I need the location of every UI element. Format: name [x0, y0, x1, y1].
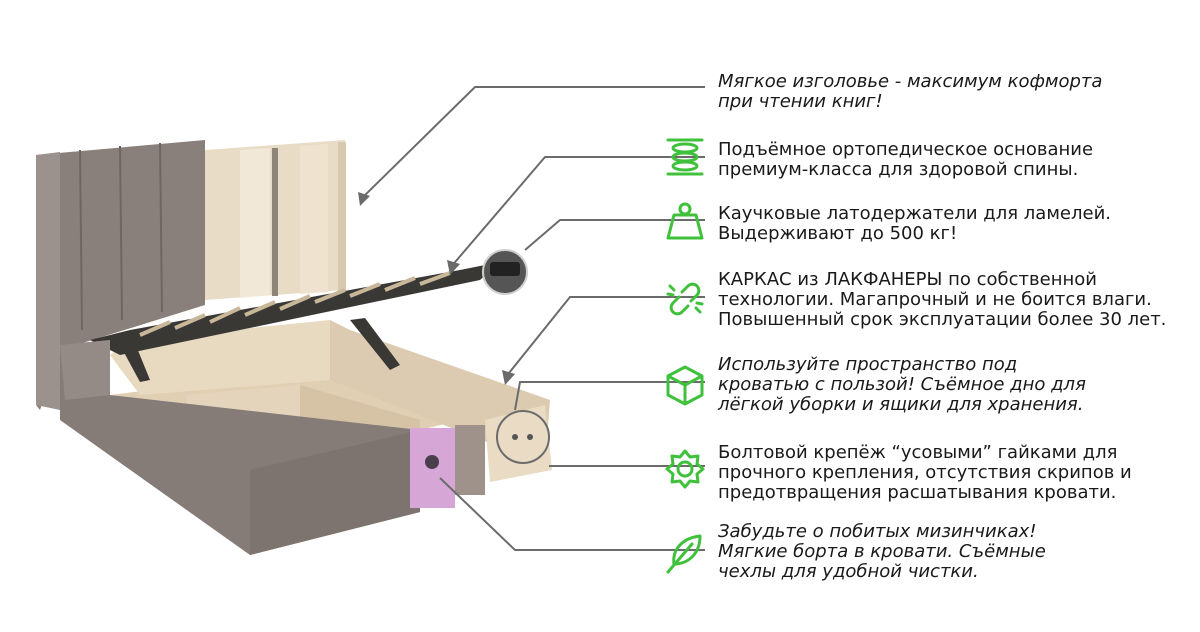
feature-orthopedic-base: Подъёмное ортопедическое основание преми…: [718, 140, 1093, 180]
feature-line: КАРКАС из ЛАКФАНЕРЫ по собственной: [718, 269, 1097, 290]
feature-line: премиум-класса для здоровой спины.: [718, 159, 1079, 180]
feature-soft-sides: Забудьте о побитых мизинчиках! Мягкие бо…: [718, 522, 1046, 582]
feature-line: Выдерживают до 500 кг!: [718, 223, 958, 244]
feature-line: Повышенный срок эксплуатации более 30 ле…: [718, 309, 1167, 330]
broken-link-icon: [666, 282, 704, 316]
bolt-detail: [496, 410, 550, 464]
felt-section: [455, 425, 485, 495]
gear-icon: [665, 449, 705, 489]
feature-line: Подъёмное ортопедическое основание: [718, 139, 1094, 160]
feature-line: прочного крепления, отсутствия скрипов и: [718, 462, 1132, 483]
feature-line: чехлы для удобной чистки.: [718, 561, 979, 582]
feature-line: при чтении книг!: [718, 91, 883, 112]
feature-line: Забудьте о побитых мизинчиках!: [718, 521, 1037, 542]
weight-icon: [666, 202, 704, 240]
feature-bolt-fastening: Болтовой крепёж “усовыми” гайками для пр…: [718, 443, 1132, 503]
feather-icon: [666, 534, 702, 574]
feature-line: кроватью с пользой! Съёмное дно для: [718, 374, 1086, 395]
feature-headboard: Мягкое изголовье - максимум кофморта при…: [718, 72, 1102, 112]
feature-latex-holders: Каучковые латодержатели для ламелей. Выд…: [718, 204, 1111, 244]
feature-line: предотвращения расшатывания кровати.: [718, 482, 1117, 503]
feature-line: лёгкой уборки и ящики для хранения.: [718, 394, 1084, 415]
feature-line: Мягкие борта в кровати. Съёмные: [718, 541, 1046, 562]
feature-storage-space: Используйте пространство под кроватью с …: [718, 355, 1086, 415]
feature-line: Каучковые латодержатели для ламелей.: [718, 203, 1111, 224]
feature-plywood-frame: КАРКАС из ЛАКФАНЕРЫ по собственной техно…: [718, 270, 1166, 330]
feature-line: Мягкое изголовье - максимум кофморта: [718, 71, 1103, 92]
feature-line: технологии. Магапрочный и не боится влаг…: [718, 289, 1152, 310]
feature-line: Болтовой крепёж “усовыми” гайками для: [718, 442, 1118, 463]
spring-icon: [666, 138, 704, 176]
box-icon: [666, 365, 704, 406]
feature-line: Используйте пространство под: [718, 354, 1018, 375]
